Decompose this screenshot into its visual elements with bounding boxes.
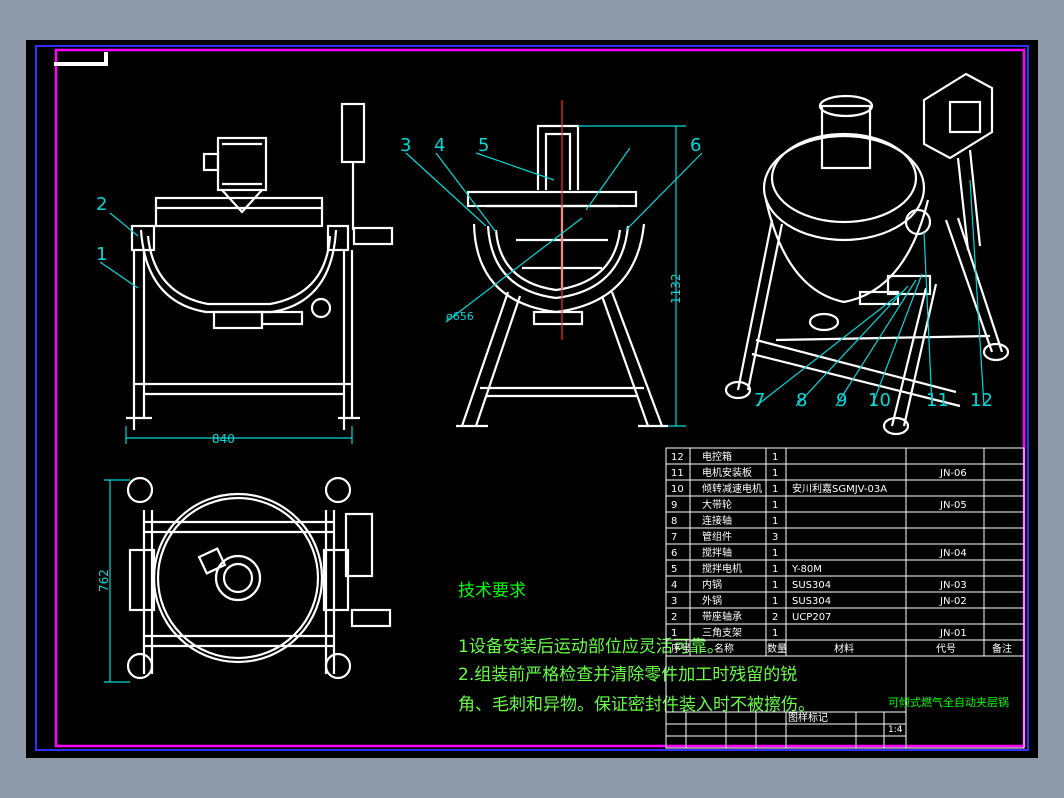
title-drawing-name: 可倾式燃气全自动夹层锅: [888, 695, 1009, 709]
isometric-view: [724, 72, 1010, 436]
bom-cell-code: JN-02: [939, 596, 967, 607]
bom-header-code: 代号: [936, 643, 956, 655]
notes-line-3: 角、毛刺和异物。保证密封件装入时不被擦伤。: [458, 695, 815, 715]
bom-cell-name: 带座轴承: [702, 610, 742, 623]
bom-header-qty: 数量: [767, 642, 787, 655]
bom-cell-code: JN-04: [939, 548, 967, 559]
callout-2: 2: [96, 194, 107, 215]
callout-6: 6: [690, 135, 701, 156]
callout-10: 10: [868, 390, 891, 411]
bom-cell-material: SUS304: [792, 580, 831, 591]
bom-cell-qty: 1: [772, 548, 778, 559]
bom-cell-name: 外锅: [702, 595, 722, 607]
section-dimensions: [405, 125, 703, 427]
bom-cell-name: 电机安装板: [702, 466, 752, 479]
bom-header-name: 名称: [714, 642, 734, 655]
bom-cell-code: JN-05: [939, 500, 967, 511]
bom-cell-qty: 1: [772, 596, 778, 607]
bom-cell-material: SUS304: [792, 596, 831, 607]
front-view: [126, 102, 394, 430]
inner-frame: [54, 48, 1026, 748]
top-view: [126, 476, 392, 680]
bom-cell-name: 管组件: [702, 530, 732, 543]
dim-diameter: ø656: [446, 310, 474, 323]
title-label: 图样标记: [788, 711, 828, 724]
outer-frame: [35, 45, 1029, 751]
callout-1: 1: [96, 244, 107, 265]
bom-header-material: 材料: [834, 642, 854, 655]
motor-shape: [216, 136, 268, 192]
callout-11: 11: [926, 390, 949, 411]
cad-viewport[interactable]: 840 2 1 1132 ø656 3 4 5 6: [26, 40, 1038, 758]
front-dimensions: [99, 212, 353, 444]
bom-cell-name: 大带轮: [702, 498, 732, 511]
notes-title: 技术要求: [458, 581, 526, 601]
bom-cell-no: 5: [671, 564, 677, 575]
drawing-sheet: 840 2 1 1132 ø656 3 4 5 6: [35, 45, 1029, 751]
bom-cell-qty: 1: [772, 628, 778, 639]
callout-4: 4: [434, 135, 445, 156]
dim-height: 1132: [669, 273, 683, 304]
callout-5: 5: [478, 135, 489, 156]
bom-cell-no: 11: [671, 468, 684, 479]
bom-cell-name: 搅拌轴: [702, 546, 732, 559]
bom-cell-qty: 2: [772, 612, 778, 623]
top-dimensions: [104, 479, 130, 683]
bom-cell-no: 6: [671, 548, 677, 559]
bom-cell-no: 4: [671, 580, 677, 591]
dim-width: 840: [212, 432, 235, 446]
bom-cell-no: 8: [671, 516, 677, 527]
bom-cell-no: 12: [671, 452, 684, 463]
bom-cell-material: UCP207: [792, 612, 831, 623]
corner-mark: [54, 52, 108, 66]
callout-3: 3: [400, 135, 411, 156]
title-block: [665, 655, 1025, 749]
bom-cell-name: 倾转减速电机: [702, 482, 762, 495]
bom-cell-no: 3: [671, 596, 677, 607]
bom-cell-code: JN-06: [939, 468, 967, 479]
bom-cell-qty: 1: [772, 468, 778, 479]
bom-cell-no: 2: [671, 612, 677, 623]
bom-cell-name: 电控箱: [702, 450, 732, 463]
bom-cell-name: 三角支架: [702, 627, 742, 639]
bom-header: 序号 名称 数量 材料 代号 备注: [671, 642, 1012, 655]
bom-cell-no: 9: [671, 500, 677, 511]
bom-cell-code: JN-01: [939, 628, 967, 639]
bom-cell-name: 搅拌电机: [702, 562, 742, 575]
bom-cell-no: 1: [671, 628, 677, 639]
bom-cell-no: 10: [671, 484, 684, 495]
bom-cell-name: 内锅: [702, 578, 722, 591]
bom-header-note: 备注: [992, 642, 1012, 655]
bom-header-no: 序号: [671, 642, 691, 655]
title-scale: 1:4: [888, 725, 903, 735]
dim-depth: 762: [97, 569, 111, 592]
bom-cell-material: Y-80M: [791, 564, 822, 575]
bom-cell-code: JN-03: [939, 580, 967, 591]
bom-cell-qty: 1: [772, 580, 778, 591]
bom-cell-qty: 3: [772, 532, 778, 543]
callout-9: 9: [836, 390, 847, 411]
bom-cell-qty: 1: [772, 452, 778, 463]
callout-8: 8: [796, 390, 807, 411]
bom-cell-qty: 1: [772, 516, 778, 527]
callout-7: 7: [754, 390, 765, 411]
callout-12: 12: [970, 390, 993, 411]
iso-leaders: [755, 179, 985, 407]
bom-cell-name: 连接轴: [702, 514, 732, 527]
bom-cell-no: 7: [671, 532, 677, 543]
bom-cell-material: 安川利嘉SGMJV-03A: [792, 482, 887, 495]
notes-line-2: 2.组装前严格检查并清除零件加工时残留的锐: [458, 665, 797, 685]
notes-line-1: 1设备安装后运动部位应灵活可靠。: [458, 637, 724, 657]
bom-cell-qty: 1: [772, 484, 778, 495]
bom-cell-qty: 1: [772, 500, 778, 511]
bom-cell-qty: 1: [772, 564, 778, 575]
